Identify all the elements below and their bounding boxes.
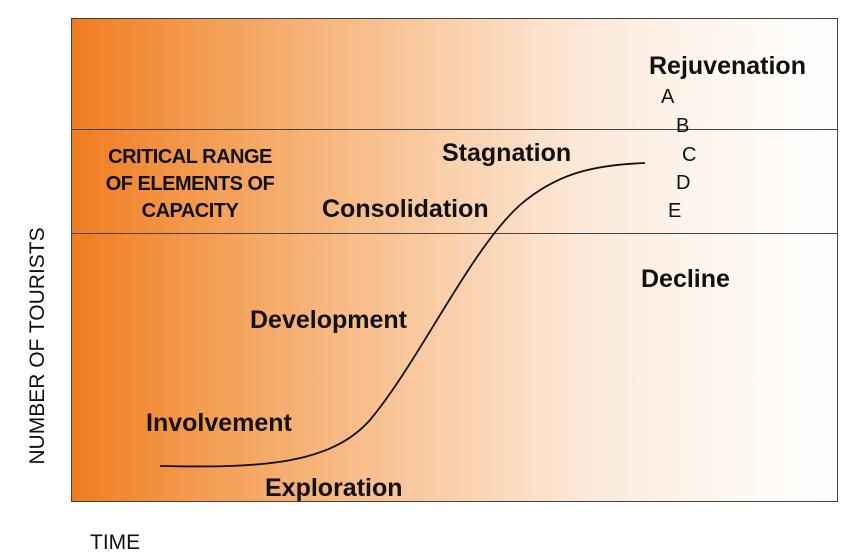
trajectory-e: E <box>668 200 682 222</box>
stage-involvement: Involvement <box>146 409 292 437</box>
trajectory-b: B <box>676 115 690 137</box>
trajectory-d: D <box>676 172 691 194</box>
capacity-line-3: CAPACITY <box>141 200 239 222</box>
capacity-line-2: OF ELEMENTS OF <box>105 173 275 195</box>
capacity-band-top-line <box>71 129 838 130</box>
stage-rejuvenation: Rejuvenation <box>649 52 806 80</box>
critical-range-label: CRITICAL RANGE OF ELEMENTS OF CAPACITY <box>80 144 300 225</box>
growth-curve-path <box>159 162 646 468</box>
stage-exploration: Exploration <box>265 474 403 502</box>
y-axis-label: NUMBER OF TOURISTS <box>26 227 49 465</box>
stage-stagnation: Stagnation <box>442 139 572 167</box>
capacity-line-1: CRITICAL RANGE <box>108 146 272 168</box>
diagram-frame <box>71 18 838 502</box>
x-axis-label: TIME <box>90 531 141 554</box>
stage-development: Development <box>250 306 407 334</box>
stage-consolidation: Consolidation <box>322 195 489 223</box>
trajectory-c: C <box>682 144 697 166</box>
capacity-band-bottom-line <box>71 233 838 234</box>
stage-decline: Decline <box>641 265 730 293</box>
trajectory-a: A <box>661 86 675 108</box>
